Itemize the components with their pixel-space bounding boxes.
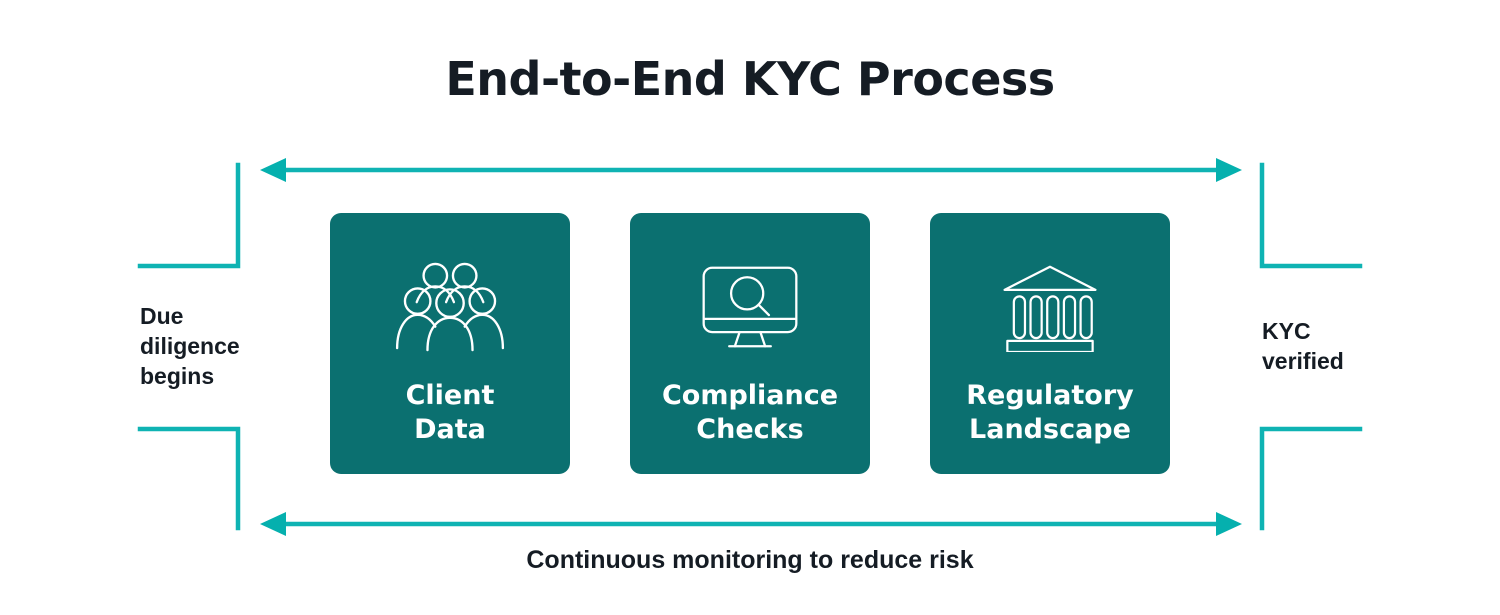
bank-building-icon [990, 257, 1110, 357]
page-title: End-to-End KYC Process [445, 52, 1055, 106]
card-label: Regulatory Landscape [966, 380, 1134, 445]
process-step-cards: Client Data [330, 213, 1170, 474]
card-compliance-checks[interactable]: Compliance Checks [630, 213, 870, 474]
card-label: Client Data [405, 380, 495, 445]
card-client-data[interactable]: Client Data [330, 213, 570, 474]
bottom-left-bracket [137, 426, 241, 531]
top-left-bracket [137, 162, 241, 269]
top-flow-arrow [260, 158, 1242, 182]
people-group-icon [390, 257, 510, 357]
kyc-verified-label: KYC verified [1262, 318, 1344, 374]
bottom-flow-arrow [260, 512, 1242, 536]
top-right-bracket [1259, 162, 1363, 269]
bottom-caption: Continuous monitoring to reduce risk [526, 546, 974, 574]
card-regulatory-landscape[interactable]: Regulatory Landscape [930, 213, 1170, 474]
due-diligence-label: Due diligence begins [140, 303, 240, 389]
card-label: Compliance Checks [661, 380, 839, 445]
monitor-search-icon [690, 257, 810, 357]
bottom-right-bracket [1259, 426, 1363, 531]
